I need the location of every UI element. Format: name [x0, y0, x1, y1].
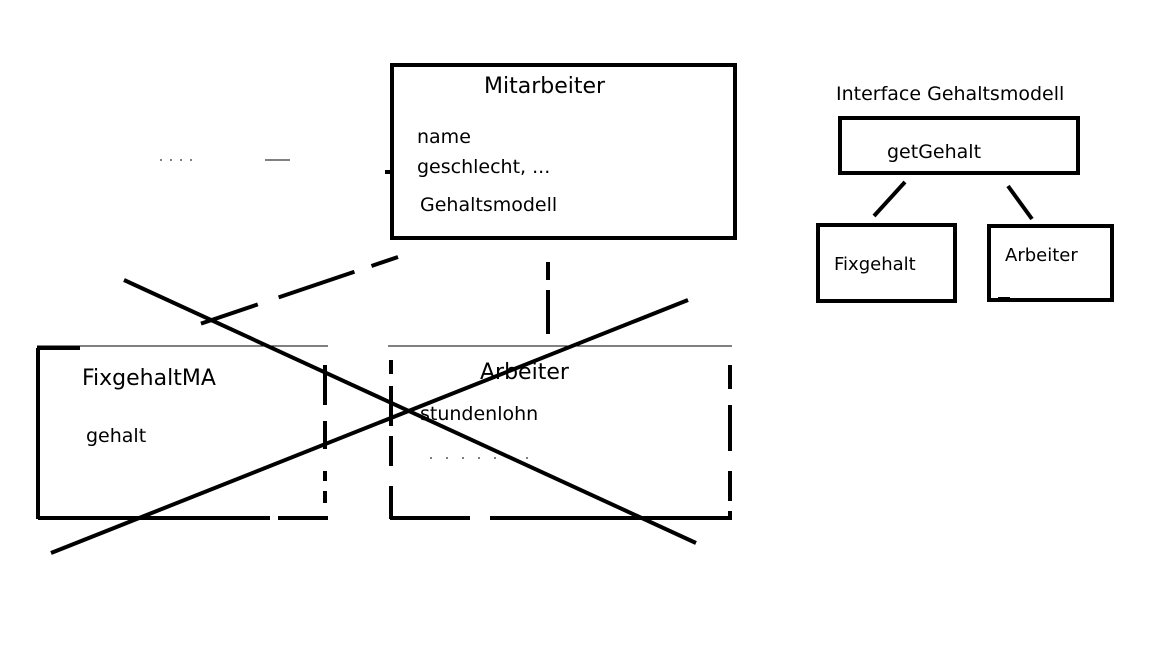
interface-caption: Interface Gehaltsmodell — [836, 83, 1065, 105]
arbeiter-label: Arbeiter — [1005, 245, 1078, 266]
mitarbeiter-attr-name: name — [417, 126, 471, 148]
interface-method: getGehalt — [887, 141, 982, 163]
fixgehaltma-title: FixgehaltMA — [82, 366, 216, 391]
arbeiter-box — [987, 224, 1114, 302]
cross-out-line-2 — [50, 298, 689, 555]
interface-to-arbeiter-line — [1006, 184, 1034, 221]
fixgehalt-box — [816, 223, 957, 303]
fixgehaltma-attribute: gehalt — [86, 425, 147, 447]
arbeiter-old-title: Arbeiter — [480, 362, 569, 383]
interface-box — [838, 116, 1080, 175]
interface-to-fixgehalt-line — [872, 180, 907, 218]
mitarbeiter-attr-gehaltsmodell: Gehaltsmodell — [420, 194, 558, 216]
arbeiter-old-attribute: stundenlohn — [420, 403, 539, 425]
fixgehalt-label: Fixgehalt — [834, 254, 916, 275]
mitarbeiter-attr-geschlecht: geschlecht, ... — [417, 156, 551, 178]
mitarbeiter-box — [390, 63, 737, 240]
mitarbeiter-title: Mitarbeiter — [484, 74, 606, 99]
mitarbeiter-to-fixgehaltma-line — [187, 255, 399, 330]
